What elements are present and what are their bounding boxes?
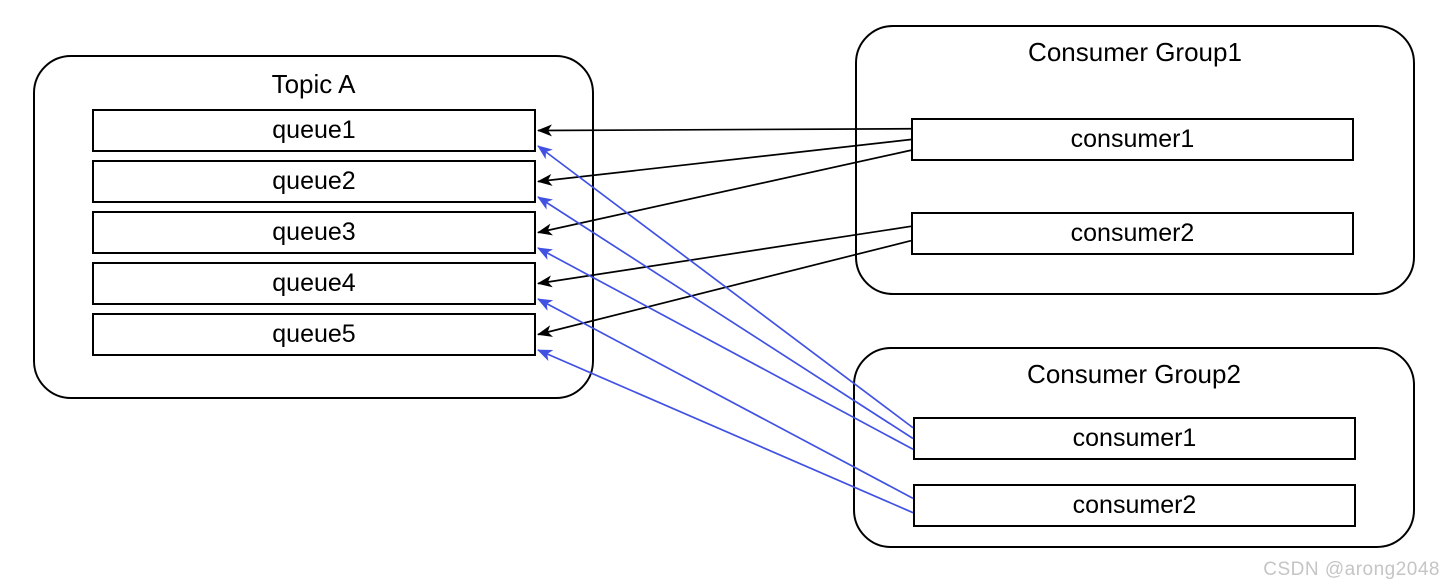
queue5-box: queue5 [92, 313, 536, 356]
queue4-label: queue4 [272, 269, 356, 297]
queue3-label: queue3 [272, 218, 356, 246]
group1-consumer2-label: consumer2 [1070, 219, 1195, 247]
consumer-group2-container: Consumer Group2 consumer1 consumer2 [853, 347, 1415, 548]
queue2-box: queue2 [92, 160, 536, 203]
consumer-group1-title: Consumer Group1 [1028, 37, 1242, 67]
queue1-box: queue1 [92, 109, 536, 152]
queue1-label: queue1 [272, 116, 356, 144]
topic-a-container: Topic A queue1 queue2 queue3 queue4 queu… [33, 55, 594, 399]
queue5-label: queue5 [272, 320, 356, 348]
queue4-box: queue4 [92, 262, 536, 305]
queue2-label: queue2 [272, 167, 356, 195]
consumer-group1-container: Consumer Group1 consumer1 consumer2 [855, 25, 1415, 295]
group1-consumer1-box: consumer1 [911, 118, 1354, 161]
group1-consumer2-box: consumer2 [911, 212, 1354, 255]
topic-a-title: Topic A [271, 69, 356, 99]
consumer-group2-title: Consumer Group2 [1027, 359, 1241, 389]
group1-consumer1-label: consumer1 [1070, 125, 1195, 153]
queue3-box: queue3 [92, 211, 536, 254]
group2-consumer2-box: consumer2 [913, 484, 1356, 527]
group2-consumer1-box: consumer1 [913, 417, 1356, 460]
group2-consumer2-label: consumer2 [1072, 491, 1197, 519]
group2-consumer1-label: consumer1 [1072, 424, 1197, 452]
watermark-text: CSDN @arong2048 [1263, 559, 1440, 580]
